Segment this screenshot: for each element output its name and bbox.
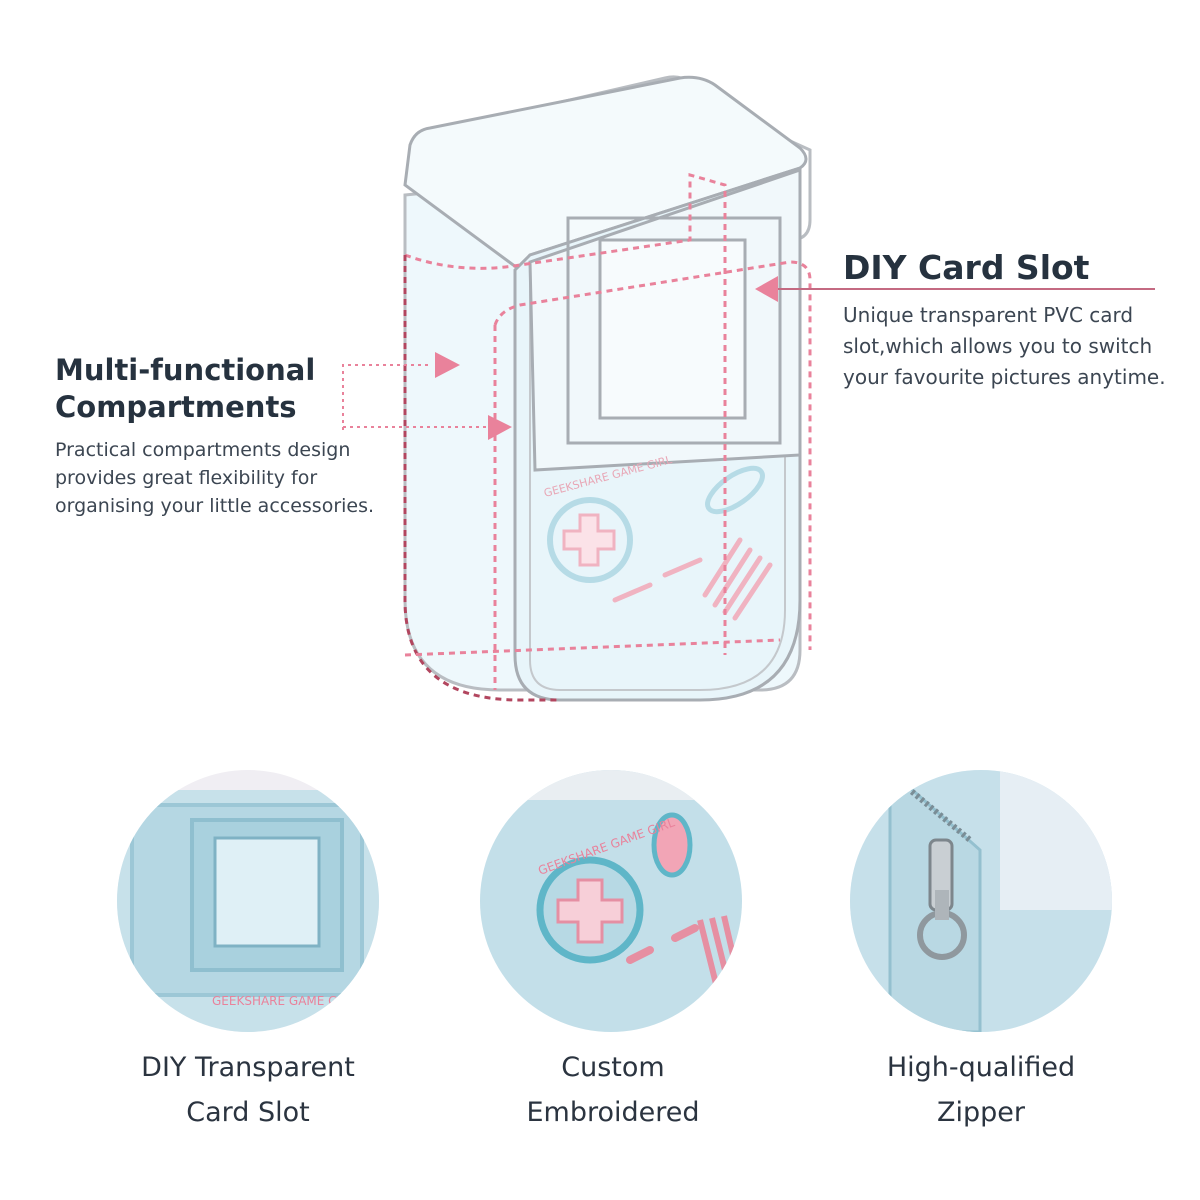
caption-line2: Zipper (937, 1097, 1025, 1128)
left-feature-description: Practical compartments design provides g… (55, 436, 415, 520)
compartment-dashed-outline-2 (493, 260, 812, 690)
left-title-line2: Compartments (55, 390, 297, 424)
card-window (598, 238, 747, 420)
speaker-lines-icon (702, 537, 773, 621)
ab-buttons-icon (705, 465, 765, 515)
detail-caption-card-slot: DIY Transparent Card Slot (98, 1045, 398, 1135)
right-desc-line2: slot,which allows you to switch (843, 334, 1153, 358)
detail-caption-zipper: High-qualified Zipper (831, 1045, 1131, 1135)
left-title-line1: Multi-functional (55, 353, 316, 387)
arrow-right-icon (435, 352, 460, 378)
arrow-left-icon (755, 276, 778, 302)
left-callout-line (342, 364, 430, 430)
dpad-ring-icon (547, 497, 633, 583)
dpad-icon (562, 513, 616, 567)
caption-line1: High-qualified (886, 1052, 1076, 1083)
left-desc-line2: provides great flexibility for (55, 467, 318, 489)
detail-image-card-slot: GEEKSHARE GAME GIRL (117, 770, 379, 1032)
detail-caption-embroidered: Custom Embroidered (463, 1045, 763, 1135)
svg-text:GEEKSHARE GAME GIRL: GEEKSHARE GAME GIRL (212, 994, 356, 1008)
caption-line2: Embroidered (526, 1097, 700, 1128)
right-feature-description: Unique transparent PVC card slot,which a… (843, 300, 1193, 393)
caption-line1: Custom (561, 1052, 665, 1083)
compartment-dashed-outline-4 (404, 638, 781, 657)
bag-front-inner (529, 180, 786, 691)
right-desc-line1: Unique transparent PVC card (843, 303, 1134, 327)
bag-flap (403, 75, 808, 273)
left-desc-line3: organising your little accessories. (55, 495, 375, 517)
detail-image-zipper (850, 770, 1112, 1032)
caption-line1: DIY Transparent (141, 1052, 355, 1083)
compartment-dashed-outline (404, 173, 727, 655)
left-desc-line1: Practical compartments design (55, 439, 351, 461)
right-desc-line3: your favourite pictures anytime. (843, 365, 1166, 389)
bag-diagram: GEEKSHARE GAME GIRL (342, 75, 1155, 702)
left-feature-title: Multi-functional Compartments (55, 352, 385, 426)
detail-image-embroidered: GEEKSHARE GAME GIRL (480, 770, 742, 1032)
right-feature-title: DIY Card Slot (843, 248, 1090, 287)
card-window-frame (566, 216, 782, 445)
select-start-icon (612, 557, 703, 603)
arrow-right-icon-2 (488, 415, 512, 440)
caption-line2: Card Slot (186, 1097, 310, 1128)
